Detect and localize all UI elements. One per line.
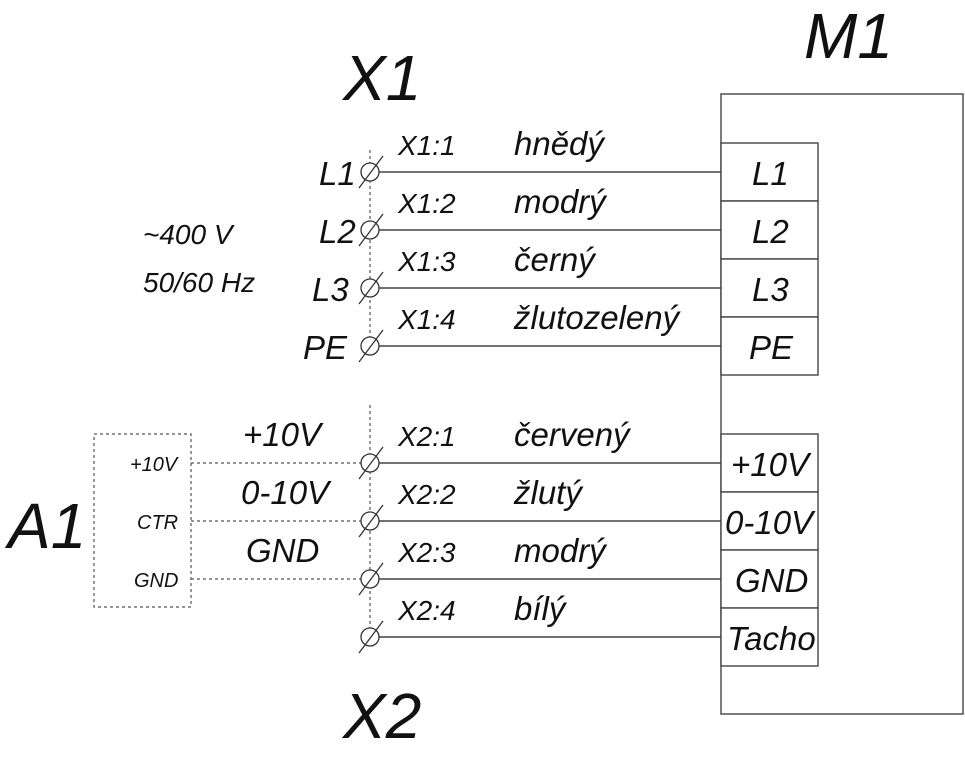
wire-color-label: modrý bbox=[514, 183, 608, 220]
controller-a1-box bbox=[93, 433, 192, 608]
a1-pin-label: GND bbox=[134, 570, 178, 592]
terminal-label: X2:4 bbox=[397, 595, 456, 626]
controller-a1-label: A1 bbox=[4, 490, 86, 562]
terminal-symbol bbox=[358, 213, 384, 247]
motor-terminal-label: L1 bbox=[752, 155, 789, 192]
motor-terminal-label: +10V bbox=[731, 446, 812, 483]
motor-terminal-box bbox=[720, 549, 819, 609]
terminal-label: X1:3 bbox=[397, 246, 456, 277]
control-row: CTR 0-10V X2:2 žlutý 0-10V bbox=[137, 474, 819, 551]
connector-x1-label: X1 bbox=[341, 42, 421, 114]
control-row: GND GND X2:3 modrý GND bbox=[134, 532, 819, 609]
motor-terminal-label: PE bbox=[749, 329, 794, 366]
terminal-label: X2:3 bbox=[397, 537, 456, 568]
terminal-symbol bbox=[358, 620, 384, 654]
signal-label: GND bbox=[246, 532, 319, 569]
terminal-label: X1:1 bbox=[397, 130, 456, 161]
wire-color-label: bílý bbox=[514, 590, 568, 627]
wire-color-label: hnědý bbox=[514, 125, 606, 162]
motor-terminal-label: GND bbox=[735, 562, 808, 599]
wire-color-label: červený bbox=[514, 416, 632, 453]
motor-terminal-box bbox=[720, 258, 819, 318]
wire-color-label: žlutozelený bbox=[513, 299, 682, 336]
terminal-symbol bbox=[358, 504, 384, 538]
motor-terminal-box bbox=[720, 316, 819, 376]
motor-terminal-box bbox=[720, 607, 819, 667]
a1-pin-label: CTR bbox=[137, 512, 178, 534]
motor-m1-label: M1 bbox=[804, 0, 893, 72]
a1-pin-label: +10V bbox=[130, 454, 179, 476]
terminal-label: X1:2 bbox=[397, 188, 456, 219]
supply-frequency: 50/60 Hz bbox=[143, 267, 255, 298]
signal-label: +10V bbox=[243, 416, 324, 453]
motor-terminal-label: 0-10V bbox=[725, 504, 816, 541]
supply-phase-label: L1 bbox=[319, 155, 356, 192]
power-row: L1 X1:1 hnědý L1 bbox=[319, 125, 819, 202]
supply-phase-label: PE bbox=[303, 329, 348, 366]
wire-color-label: černý bbox=[514, 241, 597, 278]
motor-terminal-label: Tacho bbox=[727, 620, 816, 657]
motor-terminal-label: L3 bbox=[752, 271, 789, 308]
power-row: L2 X1:2 modrý L2 bbox=[319, 183, 819, 260]
motor-terminal-box bbox=[720, 142, 819, 202]
control-row: X2:4 bílý Tacho bbox=[358, 590, 819, 667]
supply-phase-label: L2 bbox=[319, 213, 356, 250]
terminal-label: X2:2 bbox=[397, 479, 456, 510]
motor-terminal-box bbox=[720, 433, 819, 493]
supply-phase-label: L3 bbox=[312, 271, 349, 308]
terminal-symbol bbox=[358, 329, 384, 363]
control-row: +10V +10V X2:1 červený +10V bbox=[130, 416, 819, 493]
terminal-symbol bbox=[358, 271, 384, 305]
terminal-label: X1:4 bbox=[397, 304, 456, 335]
connector-x2-label: X2 bbox=[341, 680, 421, 752]
motor-terminal-label: L2 bbox=[752, 213, 789, 250]
wire-color-label: žlutý bbox=[513, 474, 584, 511]
terminal-symbol bbox=[358, 446, 384, 480]
terminal-label: X2:1 bbox=[397, 421, 456, 452]
supply-voltage: ~400 V bbox=[143, 219, 235, 250]
terminal-symbol bbox=[358, 155, 384, 189]
power-row: PE X1:4 žlutozelený PE bbox=[303, 299, 819, 376]
motor-terminal-box bbox=[720, 491, 819, 551]
power-row: L3 X1:3 černý L3 bbox=[312, 241, 819, 318]
wire-color-label: modrý bbox=[514, 532, 608, 569]
terminal-symbol bbox=[358, 562, 384, 596]
signal-label: 0-10V bbox=[241, 474, 332, 511]
